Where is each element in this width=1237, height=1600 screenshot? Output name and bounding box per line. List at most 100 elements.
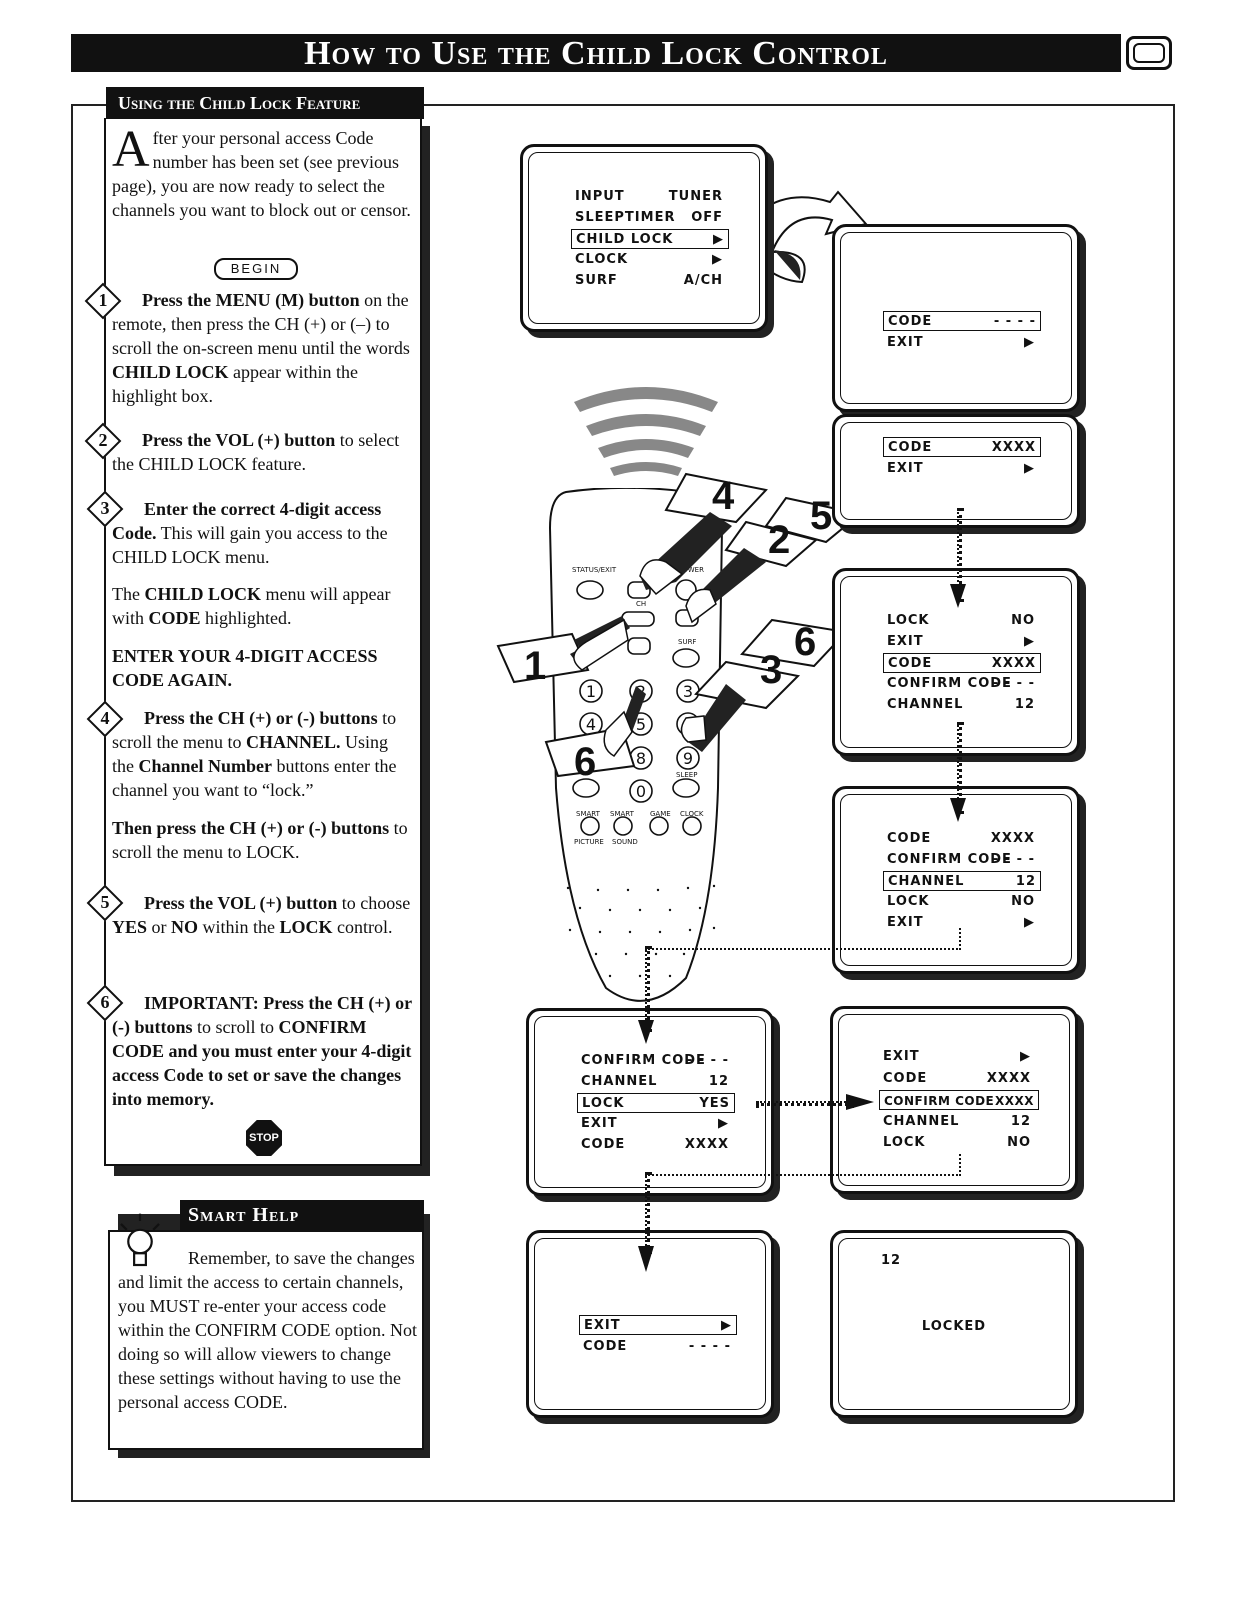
smart-help-text: Remember, to save the changes and limit … [118, 1248, 418, 1412]
remote-label-power: POWER [678, 566, 704, 574]
remote-label-ch: CH [636, 600, 646, 608]
arrow-down-icon [950, 584, 966, 608]
menu-row-exit[interactable]: EXIT▶ [887, 335, 1035, 350]
arrow-right-icon [846, 1094, 874, 1110]
arrow-down-icon [950, 798, 966, 822]
step-6-text: IMPORTANT: Press the CH (+) or (-) butto… [112, 993, 412, 1109]
connector-line [756, 1101, 854, 1106]
lightbulb-icon [120, 1213, 160, 1267]
connector-line [645, 1172, 650, 1254]
arrow-down-icon [638, 1020, 654, 1044]
smart-help-panel [108, 1230, 424, 1450]
tv-screen-code-entry: CODE- - - - EXIT▶ [832, 224, 1080, 412]
step-3-text: Enter the correct 4-digit access Code. T… [112, 499, 388, 567]
signal-waves-icon [574, 387, 718, 476]
arrow-down-icon [638, 1246, 654, 1272]
menu-row-confirm-code[interactable]: CONFIRM CODE- - - - [887, 676, 1035, 691]
callout-4: 4 [712, 474, 735, 518]
menu-row-exit[interactable]: EXIT▶ [887, 461, 1035, 476]
menu-row-exit[interactable]: EXIT▶ [579, 1315, 737, 1335]
step-3-warning: ENTER YOUR 4-DIGIT ACCESS CODE AGAIN. [112, 646, 378, 690]
tv-screen-locked: 12 LOCKED [830, 1230, 1078, 1418]
begin-badge: BEGIN [214, 258, 298, 280]
page-title: How to Use the Child Lock Control [71, 34, 1121, 72]
svg-text:8: 8 [636, 749, 646, 768]
smart-help-heading: Smart Help [180, 1200, 424, 1230]
callout-2: 2 [768, 518, 791, 562]
svg-text:1: 1 [586, 682, 596, 701]
remote-label-clock: CLOCK [680, 810, 704, 818]
remote-label-smart-2: SMART [610, 810, 635, 818]
step-4-note: Then press the CH (+) or (-) buttons to … [112, 818, 408, 862]
channel-number-display: 12 [881, 1253, 902, 1268]
callout-6-bottom: 6 [574, 740, 597, 784]
svg-text:9: 9 [683, 749, 693, 768]
pointing-hands-illustration [496, 472, 863, 778]
step-5-text: Press the VOL (+) button to choose YES o… [112, 893, 411, 937]
remote-label-game: GAME [650, 810, 671, 818]
menu-row-exit[interactable]: EXIT▶ [883, 1049, 1031, 1064]
connector-line [645, 928, 961, 950]
menu-row-exit[interactable]: EXIT▶ [887, 915, 1035, 930]
menu-row-code[interactable]: CODE- - - - [583, 1339, 731, 1354]
drop-cap: A [112, 121, 150, 178]
menu-row-child-lock[interactable]: CHILD LOCK▶ [571, 229, 729, 249]
page-frame [71, 104, 1175, 1502]
menu-row-exit[interactable]: EXIT▶ [887, 634, 1035, 649]
tv-screen-exit: EXIT▶ CODE- - - - [526, 1230, 774, 1418]
intro-body: fter your personal access Code number ha… [112, 128, 411, 220]
tv-icon [1126, 36, 1172, 70]
svg-text:4: 4 [586, 715, 596, 734]
svg-text:5: 5 [636, 715, 646, 734]
instructions-panel [104, 118, 422, 1166]
step-1-text: Press the MENU (M) button on the remote,… [112, 290, 410, 406]
svg-text:0: 0 [636, 782, 646, 801]
step-3-note: The CHILD LOCK menu will appear with COD… [112, 584, 391, 628]
svg-text:3: 3 [683, 682, 693, 701]
remote-label-surf: SURF [678, 638, 696, 646]
remote-label-sleep: SLEEP [676, 771, 697, 779]
callout-5: 5 [810, 494, 833, 538]
locked-message: LOCKED [921, 1319, 987, 1334]
section-heading: Using the Child Lock Feature [106, 87, 424, 119]
remote-label-status: STATUS/EXIT [572, 566, 617, 574]
menu-row-confirm-code[interactable]: CONFIRM CODE- - - - [887, 852, 1035, 867]
menu-row-code[interactable]: CODE- - - - [883, 311, 1041, 331]
callout-3: 3 [760, 648, 783, 692]
menu-row-clock[interactable]: CLOCK▶ [575, 252, 723, 267]
connector-line [645, 1154, 961, 1176]
callout-6-top: 6 [794, 620, 817, 664]
curved-arrow-icon [736, 190, 868, 284]
menu-row-confirm-code[interactable]: CONFIRM CODE- - - - [581, 1053, 729, 1068]
step-4-text: Press the CH (+) or (-) buttons to scrol… [112, 708, 397, 800]
remote-label-sound: SOUND [612, 838, 638, 846]
callout-1: 1 [524, 644, 547, 688]
remote-label-picture: PICTURE [574, 838, 604, 846]
menu-row-exit[interactable]: EXIT▶ [581, 1116, 729, 1131]
stop-sign-icon: STOP [246, 1120, 282, 1156]
step-2-text: Press the VOL (+) button to select the C… [112, 430, 400, 474]
